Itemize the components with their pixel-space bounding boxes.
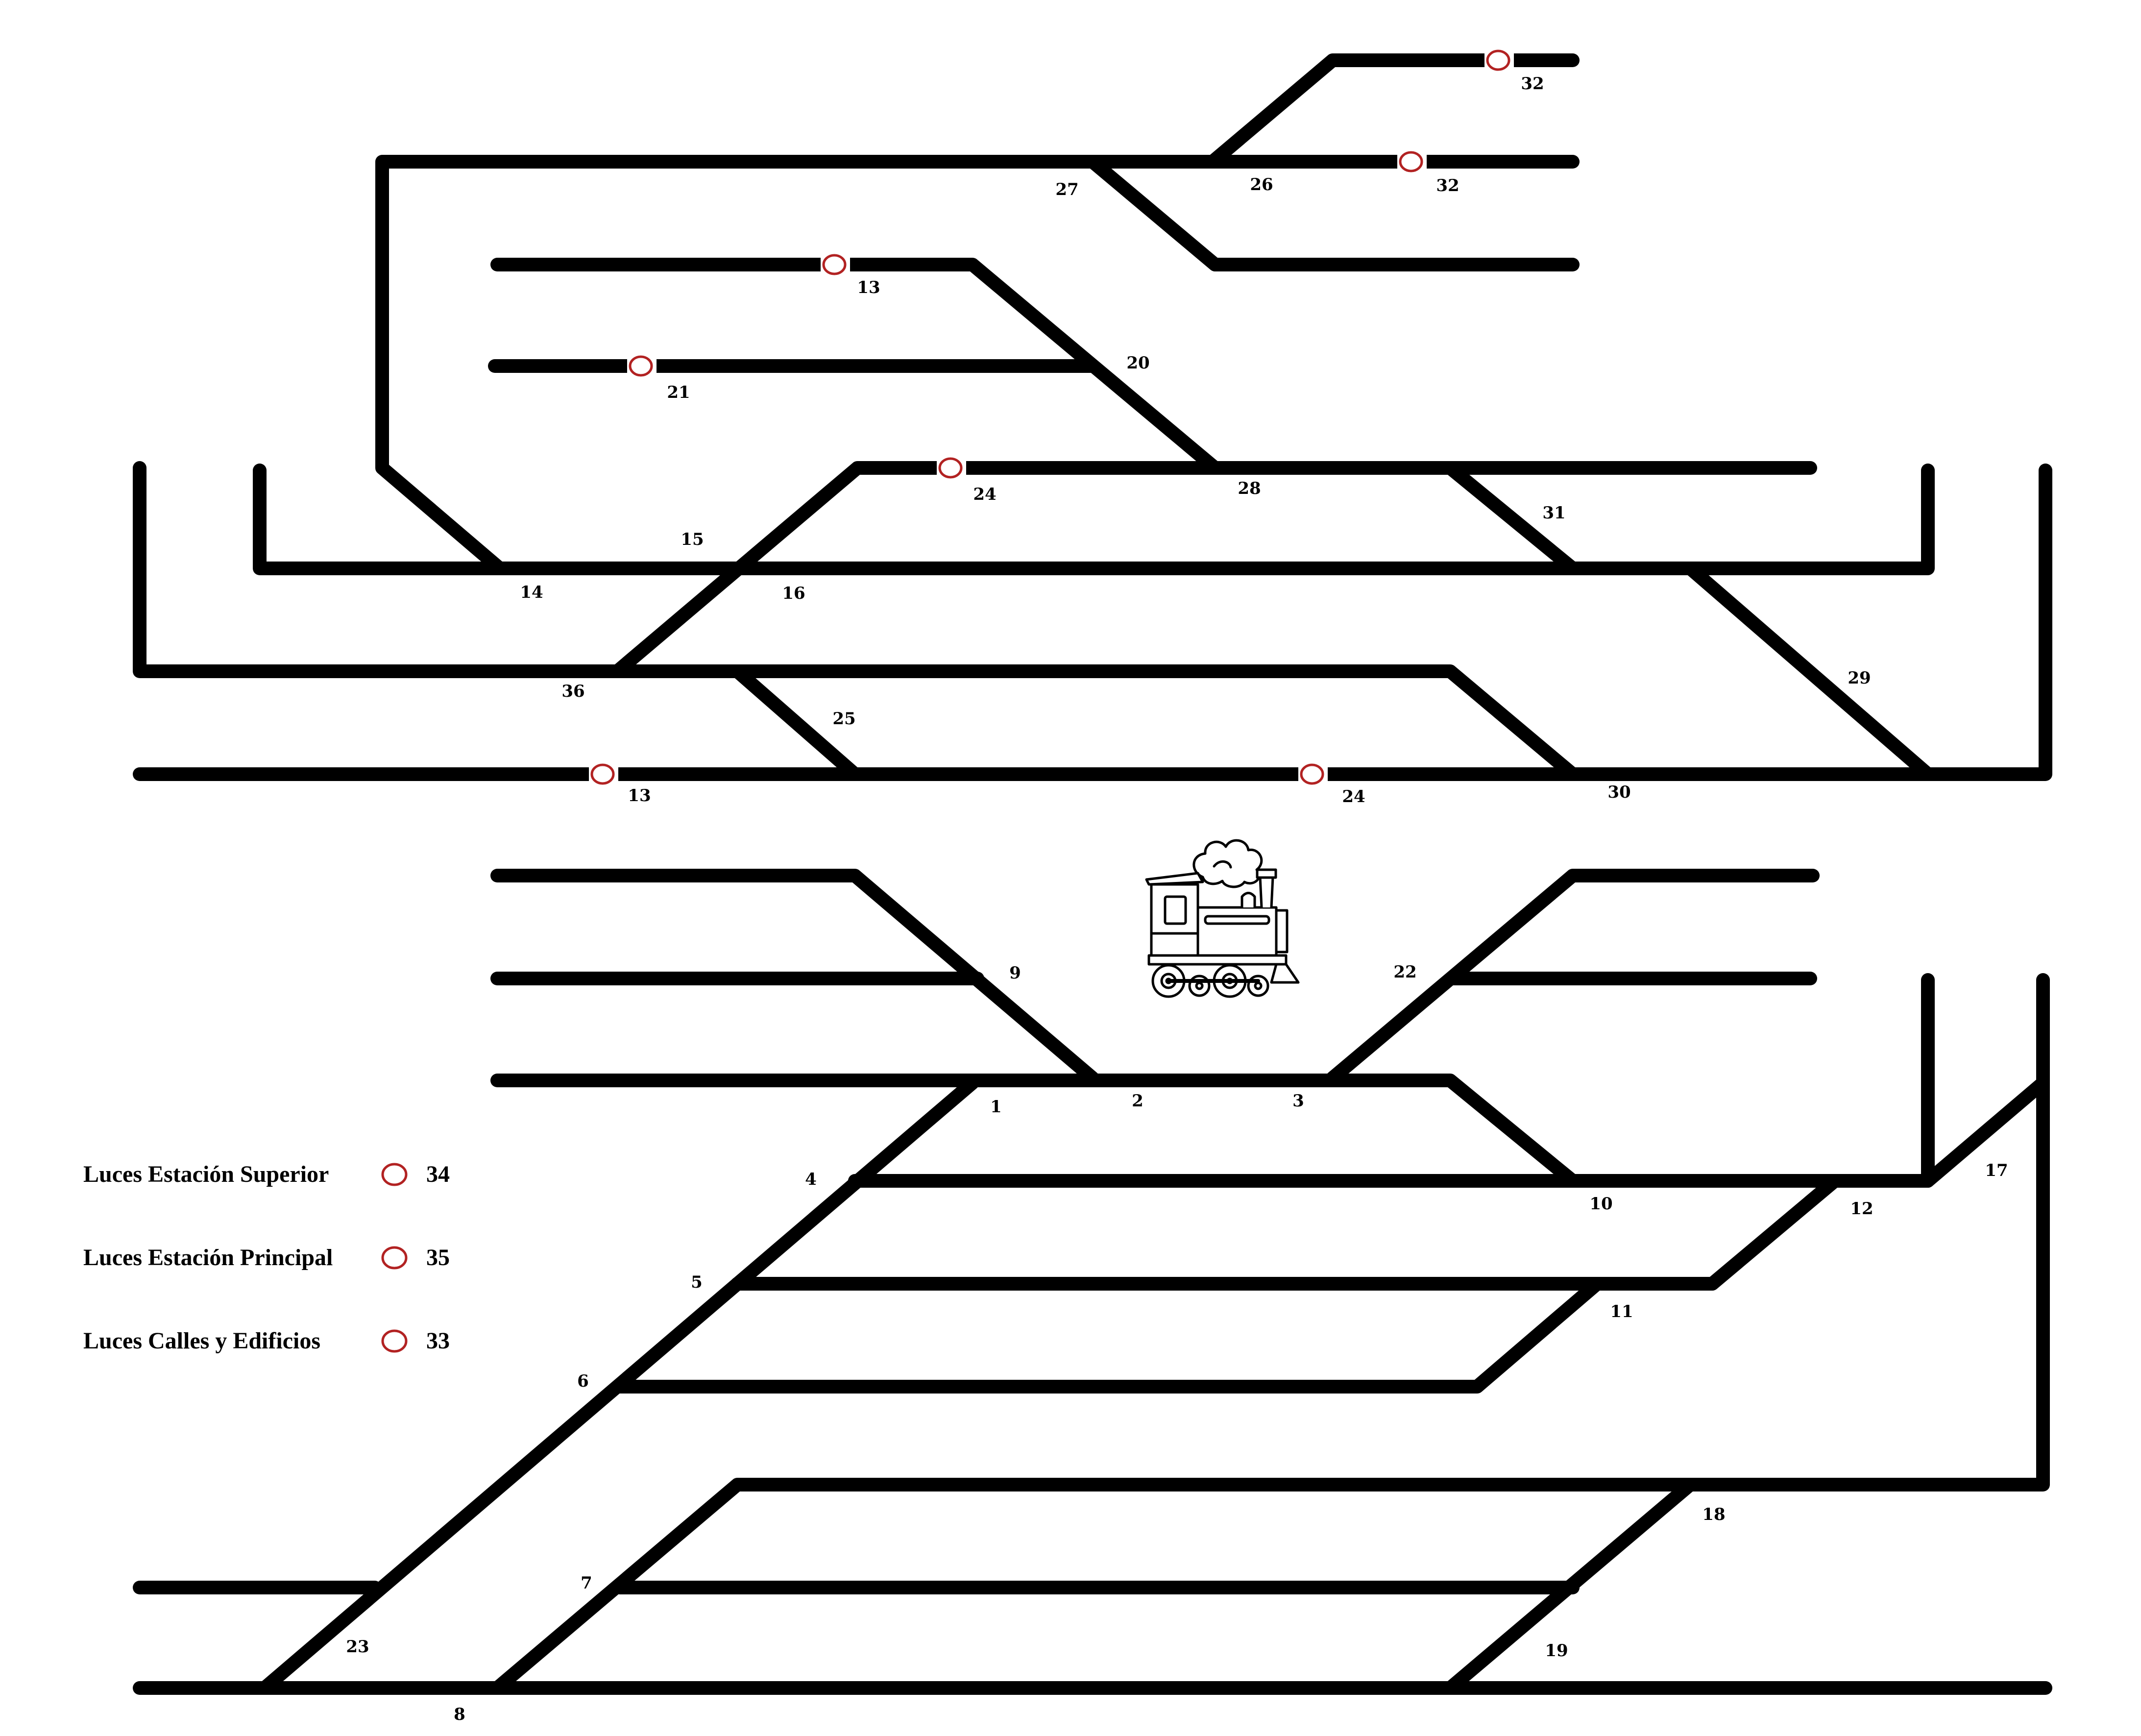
track-main-siding-1 (490, 869, 1099, 1085)
upper-station-tracks (133, 53, 2052, 781)
track-main-5 (730, 1174, 1842, 1291)
legend-label-principal: Luces Estación Principal (83, 1245, 333, 1271)
signal-light-icon (1399, 151, 1423, 172)
lights-legend: Luces Estación Superior 34 Luces Estació… (83, 1161, 450, 1354)
steam-locomotive-icon (1145, 839, 1300, 998)
label-28: 28 (1238, 479, 1261, 498)
track-upper-siding-b (490, 258, 1222, 475)
label-20: 20 (1126, 353, 1149, 373)
legend-row-calles[interactable]: Luces Calles y Edificios 33 (83, 1328, 450, 1354)
track-upper-main (610, 461, 1817, 678)
label-3: 3 (1292, 1091, 1304, 1111)
signal-light-icon (1486, 49, 1510, 71)
track-outer-loop (133, 461, 1580, 781)
track-switch-29 (1683, 562, 1935, 781)
signal-light-icon (822, 254, 847, 275)
signal-light-icon (381, 1246, 408, 1270)
label-13a: 13 (857, 278, 880, 297)
label-19: 19 (1545, 1641, 1568, 1661)
legend-row-principal[interactable]: Luces Estación Principal 35 (83, 1245, 450, 1271)
track-switch-31 (1443, 461, 1580, 575)
label-4: 4 (805, 1170, 817, 1189)
signal-light-icon (381, 1329, 408, 1353)
track-upper-loop (375, 155, 1580, 575)
label-9: 9 (1009, 963, 1021, 983)
track-main-6 (613, 1277, 1604, 1394)
label-6: 6 (577, 1371, 589, 1391)
label-32b: 32 (1436, 176, 1459, 196)
track-upper-platform (253, 464, 1935, 575)
legend-number-superior: 34 (426, 1161, 450, 1187)
label-18: 18 (1702, 1505, 1725, 1524)
signal-24-upper[interactable] (937, 457, 966, 479)
signal-21[interactable] (627, 355, 657, 377)
signal-light-icon (381, 1163, 408, 1186)
label-30: 30 (1607, 782, 1630, 802)
label-2: 2 (1132, 1091, 1143, 1111)
label-21: 21 (667, 383, 690, 402)
track-switch-25 (730, 664, 862, 781)
signal-light-icon (629, 355, 653, 377)
signal-24-lower[interactable] (1298, 763, 1328, 785)
label-24b: 24 (1342, 787, 1365, 807)
signal-13-lower[interactable] (589, 763, 618, 785)
label-31: 31 (1542, 503, 1565, 523)
signal-light-icon (590, 763, 615, 785)
label-23: 23 (346, 1637, 369, 1657)
label-16: 16 (782, 584, 805, 603)
switch-labels: 32 32 26 27 13 20 21 24 28 31 15 14 16 2… (346, 74, 2008, 1724)
label-15: 15 (681, 530, 704, 549)
track-diagonal-18-19 (1443, 1478, 1697, 1695)
label-10: 10 (1589, 1194, 1612, 1214)
label-11: 11 (1610, 1302, 1633, 1321)
label-27: 27 (1055, 180, 1078, 199)
legend-row-superior[interactable]: Luces Estación Superior 34 (83, 1161, 450, 1187)
legend-label-calles: Luces Calles y Edificios (83, 1328, 320, 1354)
label-8: 8 (454, 1705, 465, 1724)
track-upper-siding-a (1086, 155, 1580, 271)
main-station-tracks (133, 869, 2052, 1695)
label-22: 22 (1393, 962, 1416, 982)
track-top-spur (1206, 53, 1580, 169)
track-outer-main (133, 464, 2052, 781)
signal-32-upper[interactable] (1397, 150, 1427, 173)
legend-label-superior: Luces Estación Superior (83, 1161, 329, 1187)
track-main-siding-3 (490, 1074, 1580, 1188)
legend-number-principal: 35 (426, 1245, 450, 1271)
label-25: 25 (832, 709, 855, 729)
label-5: 5 (691, 1272, 703, 1292)
track-switch-17 (1921, 1076, 2050, 1188)
label-32a: 32 (1521, 74, 1544, 94)
label-26: 26 (1250, 175, 1273, 195)
label-7: 7 (581, 1573, 592, 1593)
label-14: 14 (520, 583, 543, 602)
signal-13-upper[interactable] (821, 253, 850, 276)
signal-light-icon (1300, 763, 1324, 785)
label-17: 17 (1985, 1161, 2008, 1180)
legend-number-calles: 33 (426, 1328, 450, 1354)
label-1: 1 (990, 1097, 1002, 1117)
label-29: 29 (1848, 668, 1871, 688)
label-24a: 24 (973, 485, 996, 504)
signal-32-top[interactable] (1484, 49, 1514, 72)
signal-light-icon (938, 457, 963, 479)
label-13b: 13 (628, 786, 651, 806)
track-main-siding-4 (1326, 869, 1820, 1085)
label-12: 12 (1850, 1199, 1873, 1219)
label-36: 36 (561, 682, 584, 701)
signal-lights (589, 49, 1514, 785)
